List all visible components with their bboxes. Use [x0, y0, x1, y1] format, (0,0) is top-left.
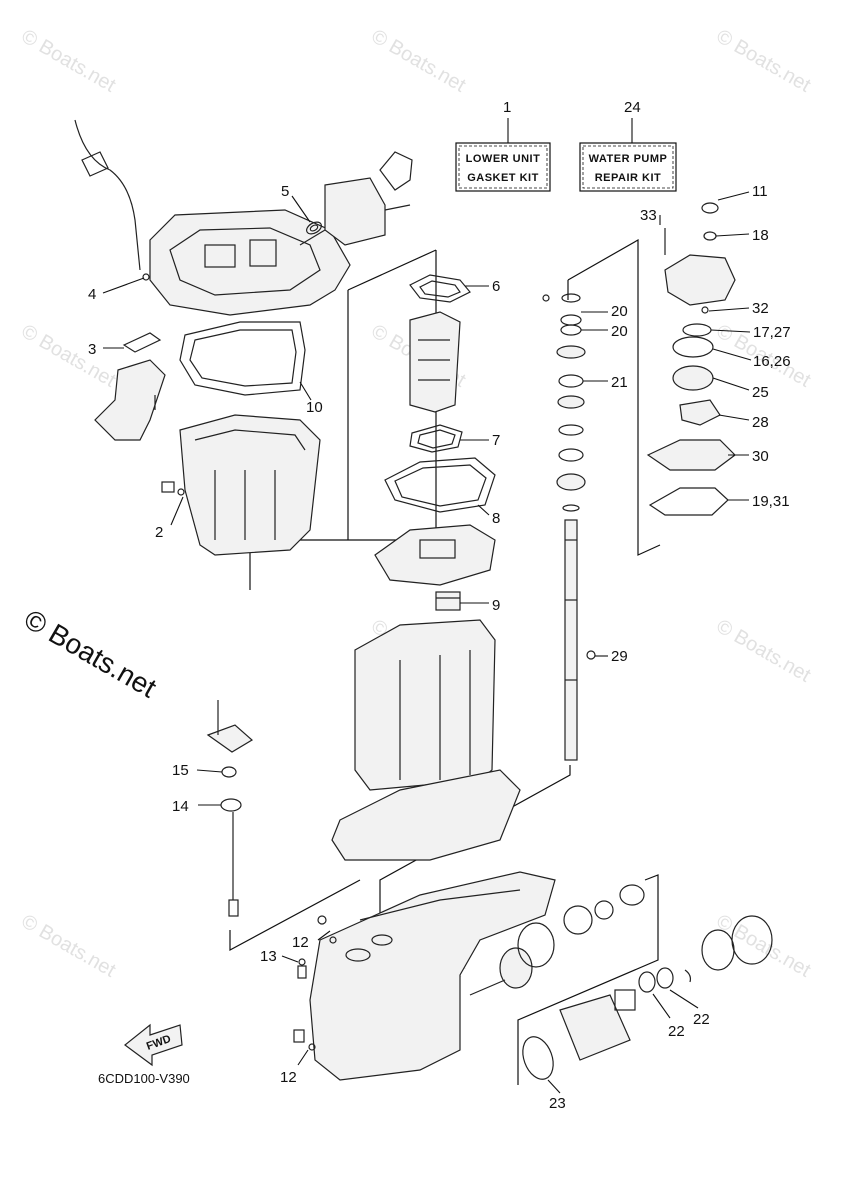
shift-rod-drawing	[206, 700, 254, 917]
part-8-gasket-drawing	[384, 457, 496, 513]
callout-12b[interactable]: 12	[280, 1069, 297, 1086]
upper-cover-drawing	[299, 151, 413, 246]
kit-line-1: WATER PUMP	[589, 153, 668, 165]
watermark-tile: © Boats.net	[18, 910, 120, 982]
gear-case-drawing	[293, 871, 556, 1081]
callout-16-26[interactable]: 16,26	[753, 353, 791, 370]
water-pump-drawing	[646, 202, 736, 516]
frame-gasket-top	[347, 249, 437, 291]
callout-4[interactable]: 4	[88, 286, 96, 303]
callout-12[interactable]: 12	[292, 934, 309, 951]
callout-22b[interactable]: 22	[693, 1011, 710, 1028]
callout-10[interactable]: 10	[306, 399, 323, 416]
plate-drawing	[374, 524, 496, 586]
callout-13[interactable]: 13	[260, 948, 277, 965]
watermark-tile: © Boats.net	[368, 25, 470, 97]
callout-20[interactable]: 20	[611, 303, 628, 320]
watermark-tile: © Boats.net	[18, 25, 120, 97]
frame-gear-group	[517, 874, 659, 1085]
callout-15[interactable]: 15	[172, 762, 189, 779]
part-6-drawing	[409, 274, 471, 303]
kit-box-water-pump-repair[interactable]: 24 WATER PUMP REPAIR KIT	[579, 99, 677, 192]
callout-9[interactable]: 9	[492, 597, 500, 614]
callout-28[interactable]: 28	[752, 414, 769, 431]
fwd-arrow: FWD	[124, 1023, 183, 1067]
upper-casing-drawing	[179, 414, 321, 556]
kit-line-1: LOWER UNIT	[466, 153, 541, 165]
callout-5[interactable]: 5	[281, 183, 289, 200]
callout-25[interactable]: 25	[752, 384, 769, 401]
callout-22[interactable]: 22	[668, 1023, 685, 1040]
part-5-drawing	[306, 221, 322, 235]
frame-left-bracket	[229, 879, 361, 952]
callouts: 2 3 4 5 6 7 8 9 10 11 12 12 13 14 15 16,…	[88, 183, 791, 1112]
callout-18[interactable]: 18	[752, 227, 769, 244]
callout-21[interactable]: 21	[611, 374, 628, 391]
callout-3[interactable]: 3	[88, 341, 96, 358]
callout-33[interactable]: 33	[640, 207, 657, 224]
callout-32[interactable]: 32	[752, 300, 769, 317]
part-9-drawing	[435, 591, 461, 611]
shaft-bearings-drawing	[542, 293, 586, 512]
exhaust-guide-drawing	[74, 119, 351, 316]
callout-23[interactable]: 23	[549, 1095, 566, 1112]
drive-shaft-drawing	[564, 519, 596, 761]
callout-24: 24	[624, 99, 641, 116]
watermark-tile: © Boats.net	[713, 615, 815, 687]
kit-line-2: GASKET KIT	[467, 172, 539, 184]
callout-1: 1	[503, 99, 511, 116]
kit-line-2: REPAIR KIT	[595, 172, 662, 184]
part-3-drawing	[94, 332, 166, 441]
callout-29[interactable]: 29	[611, 648, 628, 665]
watermark-tile: © Boats.net	[18, 320, 120, 392]
part-2-drawing	[161, 481, 185, 496]
callout-8[interactable]: 8	[492, 510, 500, 527]
part-7-drawing	[409, 424, 463, 453]
callout-30[interactable]: 30	[752, 448, 769, 465]
diagram-code: 6CDD100-V390	[98, 1071, 190, 1086]
part-10-gasket-drawing	[179, 321, 306, 396]
part-23-drawing	[522, 1036, 554, 1080]
callout-6[interactable]: 6	[492, 278, 500, 295]
callout-2[interactable]: 2	[155, 524, 163, 541]
gears-drawing	[469, 884, 773, 1061]
watermark-tile: © Boats.net	[713, 25, 815, 97]
callout-14[interactable]: 14	[172, 798, 189, 815]
drive-shaft-housing-drawing	[331, 619, 521, 861]
callout-19-31[interactable]: 19,31	[752, 493, 790, 510]
callout-11[interactable]: 11	[752, 183, 768, 200]
callout-7[interactable]: 7	[492, 432, 500, 449]
frame-pump-group	[567, 238, 661, 556]
kit-box-lower-unit-gasket[interactable]: 1 LOWER UNIT GASKET KIT	[455, 99, 551, 192]
muffler-drawing	[409, 311, 461, 413]
watermark-main: © Boats.net	[19, 603, 162, 703]
callout-17-27[interactable]: 17,27	[753, 324, 791, 341]
callout-20b[interactable]: 20	[611, 323, 628, 340]
